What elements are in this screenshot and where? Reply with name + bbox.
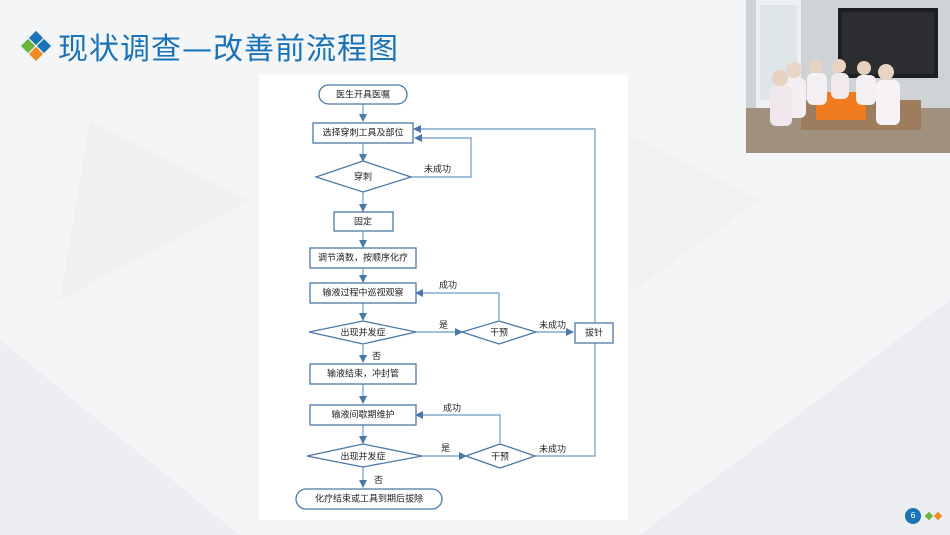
edge-label-intervene1-fail: 未成功 <box>539 319 566 331</box>
flow-shapes <box>295 84 614 510</box>
team-meeting-photo <box>746 0 950 153</box>
node-occur-1 <box>308 320 417 345</box>
node-infusion-end <box>309 363 417 385</box>
node-interval-maint <box>309 404 417 426</box>
edge-label-intervene1-success: 成功 <box>439 279 457 291</box>
flowchart: 医生开具医嘱 选择穿刺工具及部位 穿刺 固定 调节滴数，按顺序化疗 输液过程中巡… <box>295 84 614 510</box>
edge-label-intervene2-success: 成功 <box>443 402 461 414</box>
node-remove-needle <box>574 322 614 344</box>
node-intervene-1-label: 干预 <box>490 328 508 339</box>
node-intervene-2 <box>464 443 538 469</box>
flow-connectors <box>359 104 596 488</box>
edge-label-intervene2-fail: 未成功 <box>539 443 566 455</box>
node-start-label: 医生开具医嘱 <box>336 89 390 101</box>
node-select-tool <box>312 122 414 144</box>
node-adjust-drip-label: 调节滴数，按顺序化疗 <box>318 252 408 264</box>
flowchart-panel: 医生开具医嘱 选择穿刺工具及部位 穿刺 固定 调节滴数，按顺序化疗 输液过程中巡… <box>259 75 628 520</box>
node-start <box>318 84 408 105</box>
edge-label-occur2-yes: 是 <box>441 443 450 454</box>
page-number-badge: 6 <box>905 508 921 524</box>
node-end-label: 化疗结束或工具到期后拔除 <box>315 493 423 505</box>
node-adjust-drip <box>309 247 417 269</box>
slide-header: 现状调查—改善前流程图 <box>20 24 399 68</box>
edge-label-occur1-no: 否 <box>372 351 381 362</box>
node-infusion-end-label: 输液结束，冲封管 <box>327 368 399 380</box>
node-occur-2-label: 出现并发症 <box>340 451 385 463</box>
node-occur-1-label: 出现并发症 <box>340 327 385 339</box>
edge-label-occur1-yes: 是 <box>439 320 448 331</box>
node-end <box>295 488 443 510</box>
node-puncture-label: 穿刺 <box>354 171 372 183</box>
edge-label-occur2-no: 否 <box>374 475 383 486</box>
node-monitor-label: 输液过程中巡视观察 <box>322 287 403 299</box>
node-fix <box>333 211 394 232</box>
diamond-logo-icon <box>20 30 52 62</box>
node-monitor <box>309 282 417 304</box>
node-fix-label: 固定 <box>354 216 372 228</box>
page-title: 现状调查—改善前流程图 <box>58 32 399 67</box>
node-remove-needle-label: 拔针 <box>585 327 603 339</box>
node-puncture <box>313 160 414 193</box>
node-select-tool-label: 选择穿刺工具及部位 <box>322 127 403 139</box>
edge-label-puncture-fail: 未成功 <box>424 163 451 175</box>
node-intervene-1 <box>459 320 539 345</box>
node-interval-maint-label: 输液间歇期维护 <box>331 409 394 421</box>
node-intervene-2-label: 干预 <box>491 452 509 463</box>
photo-illustration <box>746 0 950 153</box>
node-occur-2 <box>306 443 423 468</box>
